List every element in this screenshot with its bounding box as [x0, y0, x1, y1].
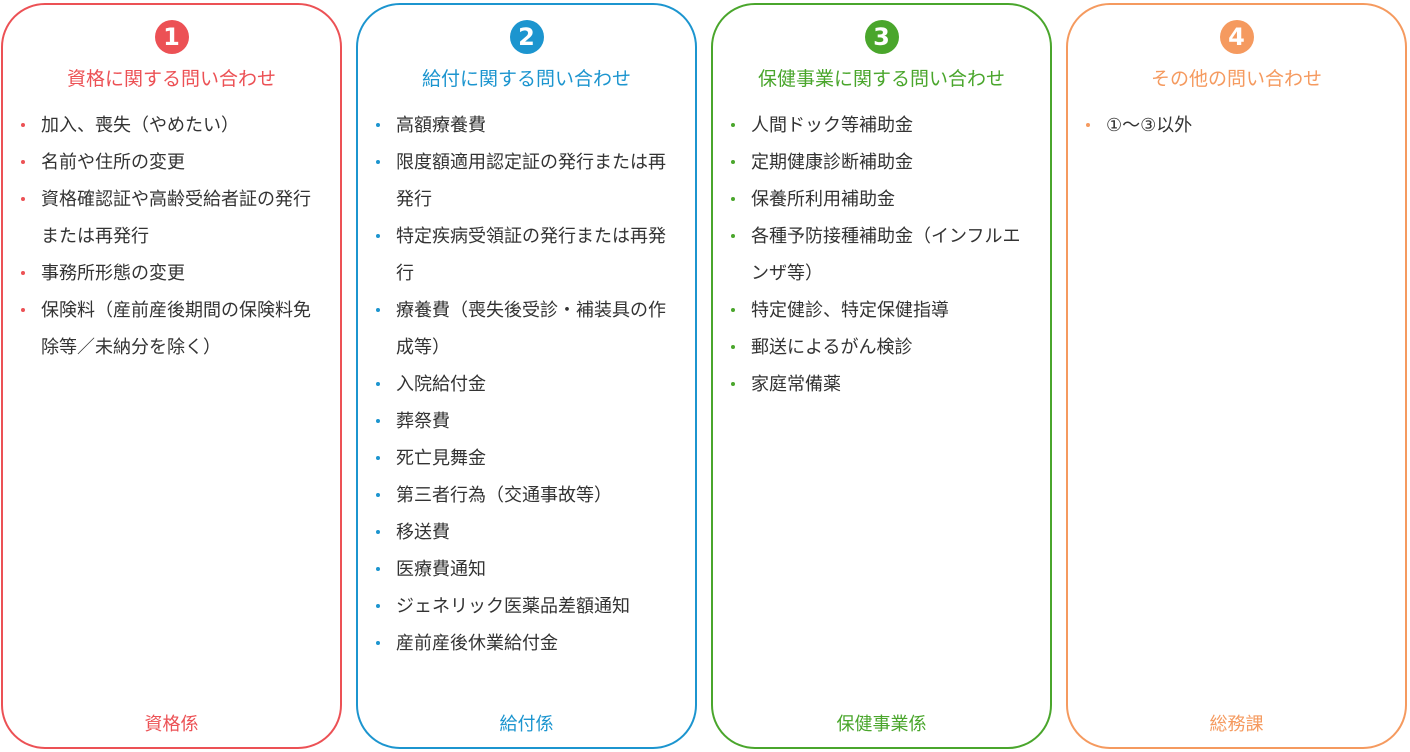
- bullet-dot-icon: [376, 123, 380, 127]
- list-item: 保養所利用補助金: [729, 181, 1038, 218]
- list-item-text: 定期健康診断補助金: [751, 152, 913, 173]
- number-badge: 1: [154, 20, 189, 54]
- list-item-text: 加入、喪失（やめたい）: [41, 115, 239, 136]
- number-badge: 4: [1219, 20, 1254, 54]
- list-item-text: 特定疾病受領証の発行または再発行: [396, 226, 666, 284]
- list-item: 名前や住所の変更: [19, 144, 328, 181]
- list-item-text: 各種予防接種補助金（インフルエンザ等）: [751, 226, 1021, 284]
- bullet-dot-icon: [376, 456, 380, 460]
- bullet-dot-icon: [731, 234, 735, 238]
- department-label: 資格係: [144, 714, 199, 735]
- bullet-dot-icon: [376, 382, 380, 386]
- list-item-text: 限度額適用認定証の発行または再発行: [396, 152, 666, 210]
- bullet-dot-icon: [21, 123, 25, 127]
- inquiry-card-eligibility: 1 資格に関する問い合わせ 加入、喪失（やめたい） 名前や住所の変更 資格確認証…: [1, 3, 342, 749]
- list-item: 郵送によるがん検診: [729, 329, 1038, 366]
- inquiry-card-benefits: 2 給付に関する問い合わせ 高額療養費 限度額適用認定証の発行または再発行 特定…: [356, 3, 697, 749]
- list-item: 特定健診、特定保健指導: [729, 292, 1038, 329]
- department-label: 保健事業係: [836, 714, 927, 735]
- bullet-dot-icon: [376, 530, 380, 534]
- list-item-text: 高額療養費: [396, 115, 486, 136]
- bullet-dot-icon: [376, 604, 380, 608]
- bullet-dot-icon: [731, 308, 735, 312]
- list-item: 療養費（喪失後受診・補装具の作成等）: [374, 292, 683, 366]
- list-item-text: 資格確認証や高齢受給者証の発行または再発行: [41, 189, 311, 247]
- list-item: 保険料（産前産後期間の保険料免除等／未納分を除く）: [19, 292, 328, 366]
- list-item: 入院給付金: [374, 366, 683, 403]
- item-list: 人間ドック等補助金 定期健康診断補助金 保養所利用補助金 各種予防接種補助金（イ…: [729, 107, 1038, 403]
- list-item-text: 保養所利用補助金: [751, 189, 895, 210]
- list-item: 定期健康診断補助金: [729, 144, 1038, 181]
- item-list: 加入、喪失（やめたい） 名前や住所の変更 資格確認証や高齢受給者証の発行または再…: [19, 107, 328, 366]
- list-item-text: ジェネリック医薬品差額通知: [396, 596, 630, 617]
- list-item: 第三者行為（交通事故等）: [374, 477, 683, 514]
- list-item-text: 人間ドック等補助金: [751, 115, 913, 136]
- list-item-text: 第三者行為（交通事故等）: [396, 485, 612, 506]
- list-item: 加入、喪失（やめたい）: [19, 107, 328, 144]
- bullet-dot-icon: [21, 308, 25, 312]
- inquiry-card-other: 4 その他の問い合わせ ①～③以外 総務課: [1066, 3, 1407, 749]
- bullet-dot-icon: [731, 382, 735, 386]
- department-label: 給付係: [499, 714, 554, 735]
- number-badge: 3: [864, 20, 899, 54]
- bullet-dot-icon: [376, 567, 380, 571]
- bullet-dot-icon: [21, 271, 25, 275]
- list-item: 産前産後休業給付金: [374, 625, 683, 662]
- list-item-text: 名前や住所の変更: [41, 152, 185, 173]
- list-item: 特定疾病受領証の発行または再発行: [374, 218, 683, 292]
- bullet-dot-icon: [376, 419, 380, 423]
- bullet-dot-icon: [21, 160, 25, 164]
- card-title: その他の問い合わせ: [1150, 68, 1322, 90]
- list-item-text: 医療費通知: [396, 559, 486, 580]
- list-item: 事務所形態の変更: [19, 255, 328, 292]
- inquiry-card-health-programs: 3 保健事業に関する問い合わせ 人間ドック等補助金 定期健康診断補助金 保養所利…: [711, 3, 1052, 749]
- bullet-dot-icon: [731, 123, 735, 127]
- list-item-text: 家庭常備薬: [751, 374, 841, 395]
- bullet-dot-icon: [731, 345, 735, 349]
- bullet-dot-icon: [376, 308, 380, 312]
- bullet-dot-icon: [376, 234, 380, 238]
- list-item: 限度額適用認定証の発行または再発行: [374, 144, 683, 218]
- list-item-text: 移送費: [396, 522, 450, 543]
- list-item-text: 事務所形態の変更: [41, 263, 185, 284]
- list-item-text: 死亡見舞金: [396, 448, 486, 469]
- bullet-dot-icon: [376, 160, 380, 164]
- list-item: 葬祭費: [374, 403, 683, 440]
- list-item-text: 特定健診、特定保健指導: [751, 300, 949, 321]
- card-title: 給付に関する問い合わせ: [421, 68, 631, 90]
- bullet-dot-icon: [21, 197, 25, 201]
- list-item: 人間ドック等補助金: [729, 107, 1038, 144]
- list-item: 移送費: [374, 514, 683, 551]
- list-item: 高額療養費: [374, 107, 683, 144]
- list-item-text: 入院給付金: [396, 374, 486, 395]
- list-item-text: 葬祭費: [396, 411, 450, 432]
- list-item-text: ①～③以外: [1106, 115, 1193, 136]
- list-item: 医療費通知: [374, 551, 683, 588]
- list-item: 家庭常備薬: [729, 366, 1038, 403]
- list-item: 死亡見舞金: [374, 440, 683, 477]
- item-list: 高額療養費 限度額適用認定証の発行または再発行 特定疾病受領証の発行または再発行…: [374, 107, 683, 662]
- card-title: 資格に関する問い合わせ: [66, 68, 276, 90]
- number-badge: 2: [509, 20, 544, 54]
- list-item: 資格確認証や高齢受給者証の発行または再発行: [19, 181, 328, 255]
- list-item-text: 郵送によるがん検診: [751, 337, 913, 358]
- card-title: 保健事業に関する問い合わせ: [757, 68, 1005, 90]
- list-item: ①～③以外: [1084, 107, 1393, 144]
- bullet-dot-icon: [731, 197, 735, 201]
- list-item: ジェネリック医薬品差額通知: [374, 588, 683, 625]
- bullet-dot-icon: [376, 493, 380, 497]
- bullet-dot-icon: [731, 160, 735, 164]
- list-item: 各種予防接種補助金（インフルエンザ等）: [729, 218, 1038, 292]
- department-label: 総務課: [1209, 714, 1264, 735]
- bullet-dot-icon: [376, 641, 380, 645]
- item-list: ①～③以外: [1084, 107, 1393, 144]
- list-item-text: 保険料（産前産後期間の保険料免除等／未納分を除く）: [41, 300, 311, 358]
- list-item-text: 療養費（喪失後受診・補装具の作成等）: [396, 300, 666, 358]
- list-item-text: 産前産後休業給付金: [396, 633, 558, 654]
- bullet-dot-icon: [1086, 123, 1090, 127]
